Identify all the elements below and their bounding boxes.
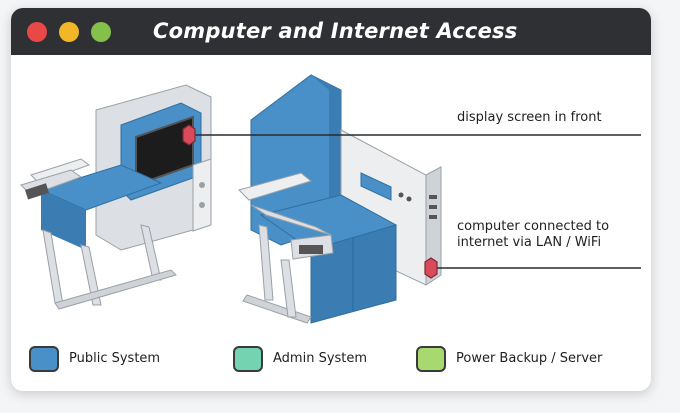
legend-label-admin: Admin System — [273, 351, 368, 366]
callout-display-screen: display screen in front — [457, 110, 602, 125]
chair-with-computer — [238, 74, 442, 324]
legend-swatch-public — [29, 346, 59, 372]
callout-marker-icon — [424, 257, 438, 279]
chair-with-display — [20, 84, 212, 310]
seating-illustration — [20, 74, 641, 324]
maximize-dot-icon[interactable] — [91, 22, 111, 42]
callout-marker-icon — [182, 124, 196, 146]
app-window: Computer and Internet Access — [11, 8, 651, 391]
window-title: Computer and Internet Access — [153, 19, 518, 43]
callout-computer-line2: internet via LAN / WiFi — [457, 235, 602, 250]
legend-label-power: Power Backup / Server — [456, 351, 603, 366]
close-dot-icon[interactable] — [27, 22, 47, 42]
minimize-dot-icon[interactable] — [59, 22, 79, 42]
legend-swatch-admin — [233, 346, 263, 372]
legend-swatch-power — [416, 346, 446, 372]
legend-label-public: Public System — [69, 351, 161, 366]
title-bar: Computer and Internet Access — [11, 8, 651, 55]
callout-computer-line1: computer connected to — [457, 219, 610, 234]
